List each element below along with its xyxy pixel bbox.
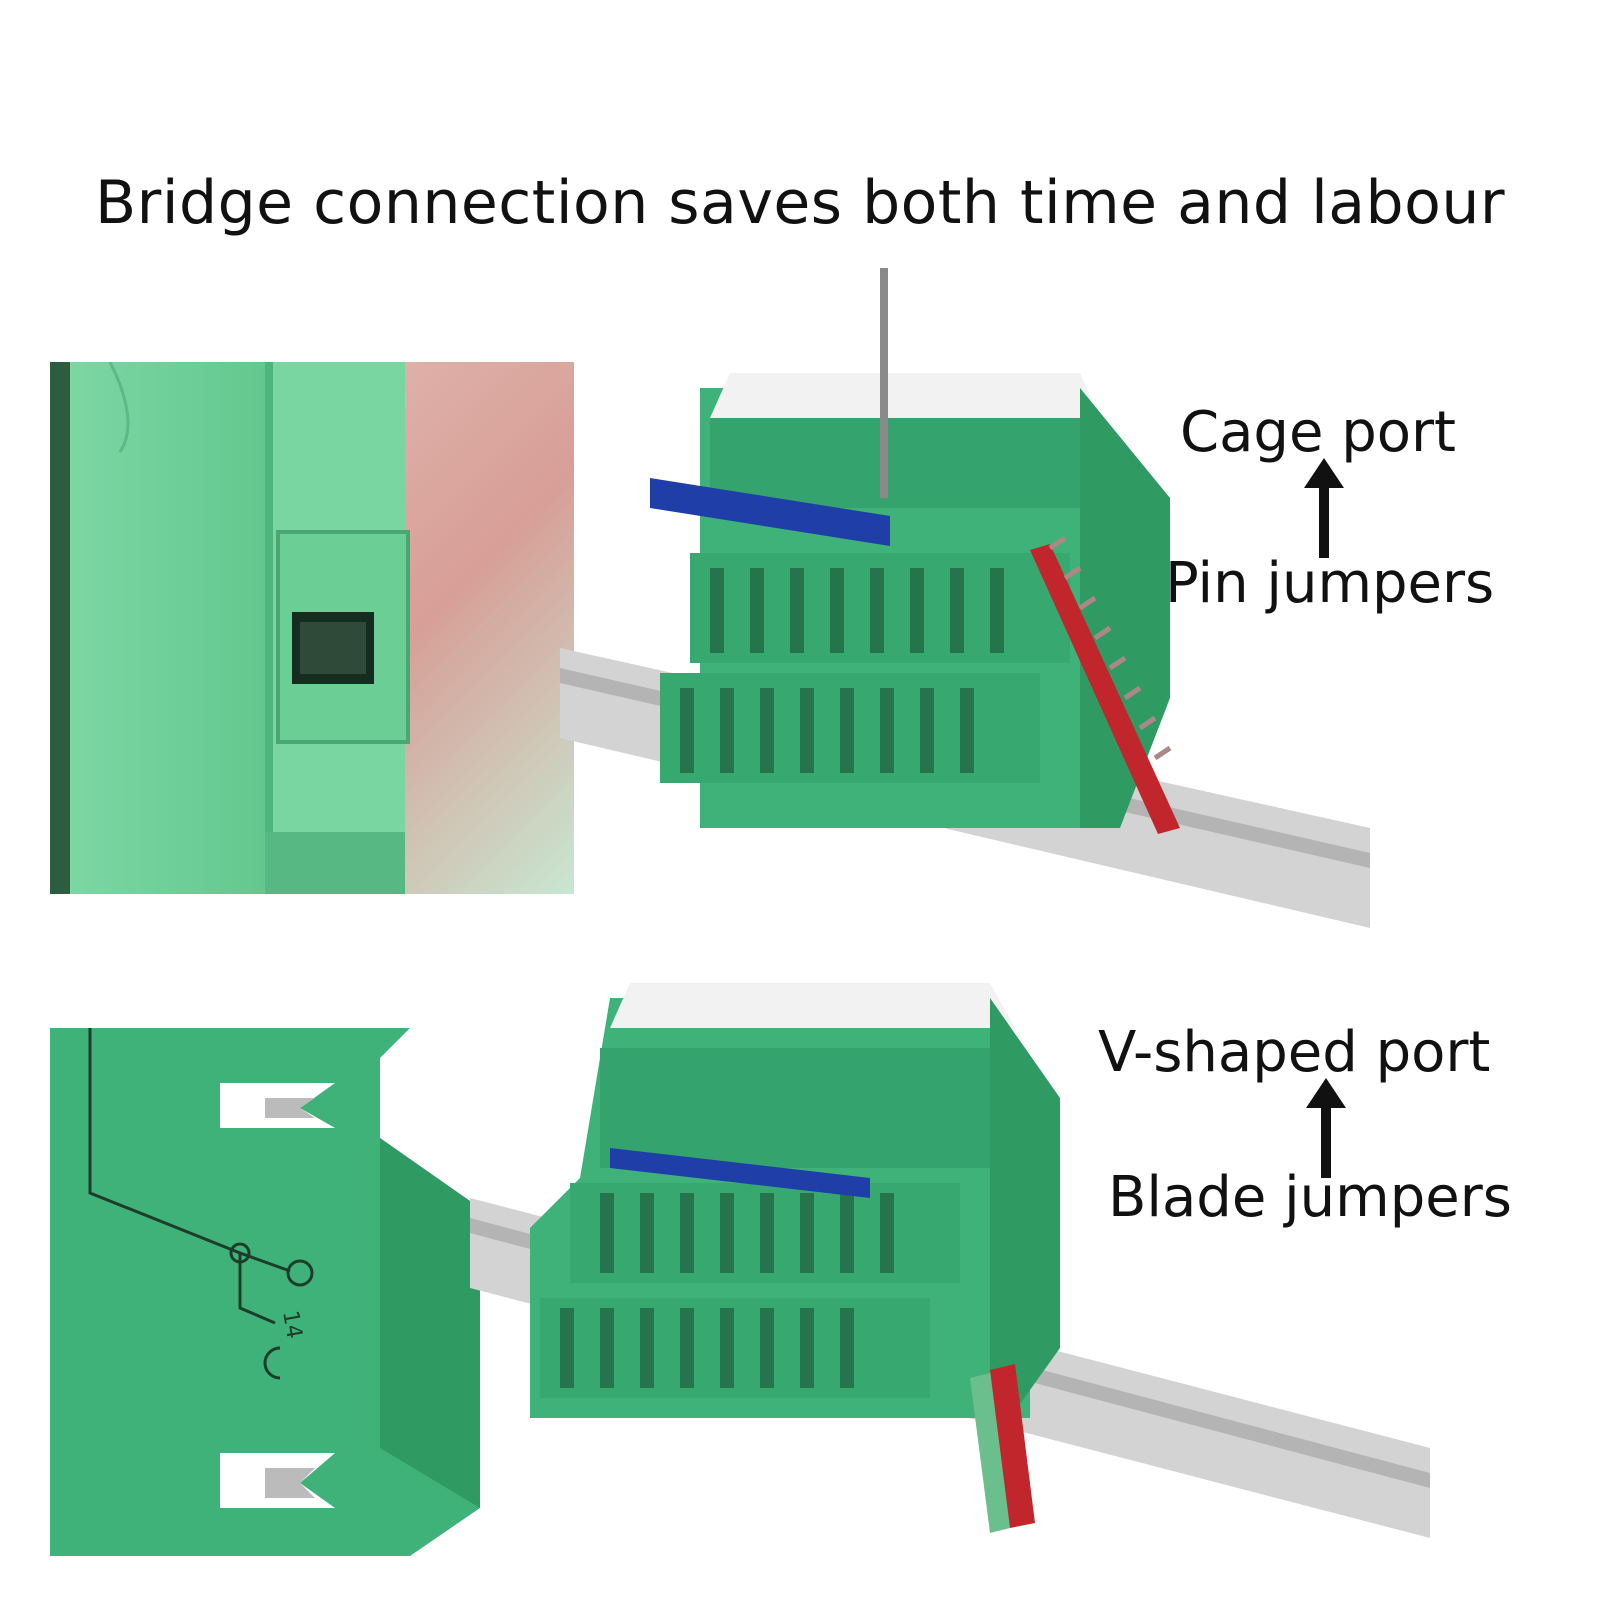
blade-jumper-module-photo <box>470 978 1430 1558</box>
arrow-up-icon <box>1304 458 1344 558</box>
pin-jumper-red <box>1030 535 1180 834</box>
pin-jumper-module-photo <box>560 268 1400 938</box>
arrow-up-icon <box>1306 1078 1346 1178</box>
cage-port-closeup-photo <box>50 362 574 894</box>
cage-port-label: Cage port <box>1180 400 1457 465</box>
terminal-marking: 14 <box>277 1309 306 1341</box>
terminal-block-stack <box>660 373 1170 828</box>
blade-jumpers-label: Blade jumpers <box>1108 1165 1512 1230</box>
pin-jumpers-label: Pin jumpers <box>1165 551 1495 616</box>
v-shaped-port-label: V-shaped port <box>1098 1020 1491 1085</box>
headline: Bridge connection saves both time and la… <box>94 168 1506 238</box>
terminal-block-stack-bottom <box>530 983 1060 1418</box>
blade-jumper-red <box>970 1364 1035 1533</box>
v-shaped-port-closeup-photo: 14 <box>50 1028 490 1556</box>
